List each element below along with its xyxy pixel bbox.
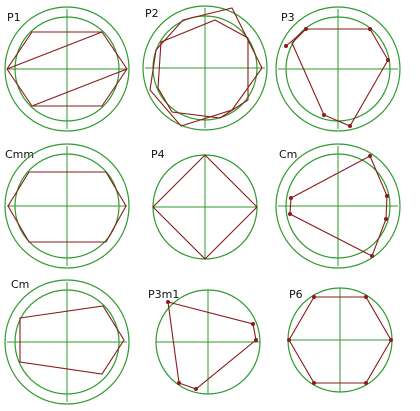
vertex-dot	[251, 322, 255, 326]
vertex-dot	[364, 295, 368, 299]
vertex-dot	[304, 27, 308, 31]
panel-p1: P1	[4, 6, 130, 132]
vertex-dot	[389, 338, 393, 342]
vertex-dot	[284, 44, 288, 48]
vertex-dot	[177, 381, 181, 385]
panel-cmm: Cmm	[4, 143, 130, 269]
vertex-dot	[385, 194, 389, 198]
panel-label: Cm	[279, 148, 297, 161]
vertex-dot	[386, 58, 390, 62]
panel-label: P6	[289, 288, 303, 301]
vertex-dot	[368, 154, 372, 158]
outer-circle	[275, 143, 401, 269]
vertex-dot	[322, 113, 326, 117]
vertex-dot	[312, 381, 316, 385]
vertex-dot	[287, 338, 291, 342]
hexagon	[7, 171, 127, 243]
vertex-dot	[166, 300, 170, 304]
panel-label: P2	[145, 7, 159, 20]
square	[152, 154, 258, 260]
outer-circle	[4, 6, 130, 132]
panel-label: Cm	[11, 278, 29, 291]
vertex-dot	[289, 196, 293, 200]
vertex-dot	[288, 212, 292, 216]
vertex-dot	[312, 295, 316, 299]
panel-label: P4	[151, 148, 165, 161]
polygon	[291, 28, 389, 127]
panel-p2: P2	[142, 5, 268, 131]
vertex-dot	[368, 27, 372, 31]
panel-p6: P6	[287, 287, 393, 393]
polygon	[167, 301, 257, 390]
polygon-rotated	[149, 7, 263, 127]
diagonal-line	[31, 68, 128, 107]
panel-p4: P4	[151, 148, 258, 260]
panel-cm-2: Cm	[4, 278, 130, 405]
outer-circle	[275, 6, 401, 132]
panel-cm-1: Cm	[275, 143, 401, 269]
panel-label: P1	[7, 11, 21, 24]
vertex-dot	[194, 387, 198, 391]
panel-label: P3m1	[148, 288, 179, 301]
vertex-dot	[254, 338, 258, 342]
panel-p3: P3	[275, 6, 401, 132]
connector-line	[285, 28, 307, 47]
vertex-dot	[384, 217, 388, 221]
panel-label: Cmm	[5, 148, 34, 161]
outer-circle	[142, 5, 268, 131]
vertex-dot	[364, 381, 368, 385]
outer-circle	[4, 279, 130, 405]
polygon	[19, 305, 125, 375]
polygon	[157, 19, 249, 119]
panel-p3m1: P3m1	[148, 288, 261, 395]
panel-label: P3	[281, 11, 295, 24]
outer-circle	[4, 143, 130, 269]
vertex-dot	[348, 124, 352, 128]
diagonal-line	[6, 31, 103, 70]
vertex-dot	[370, 254, 374, 258]
